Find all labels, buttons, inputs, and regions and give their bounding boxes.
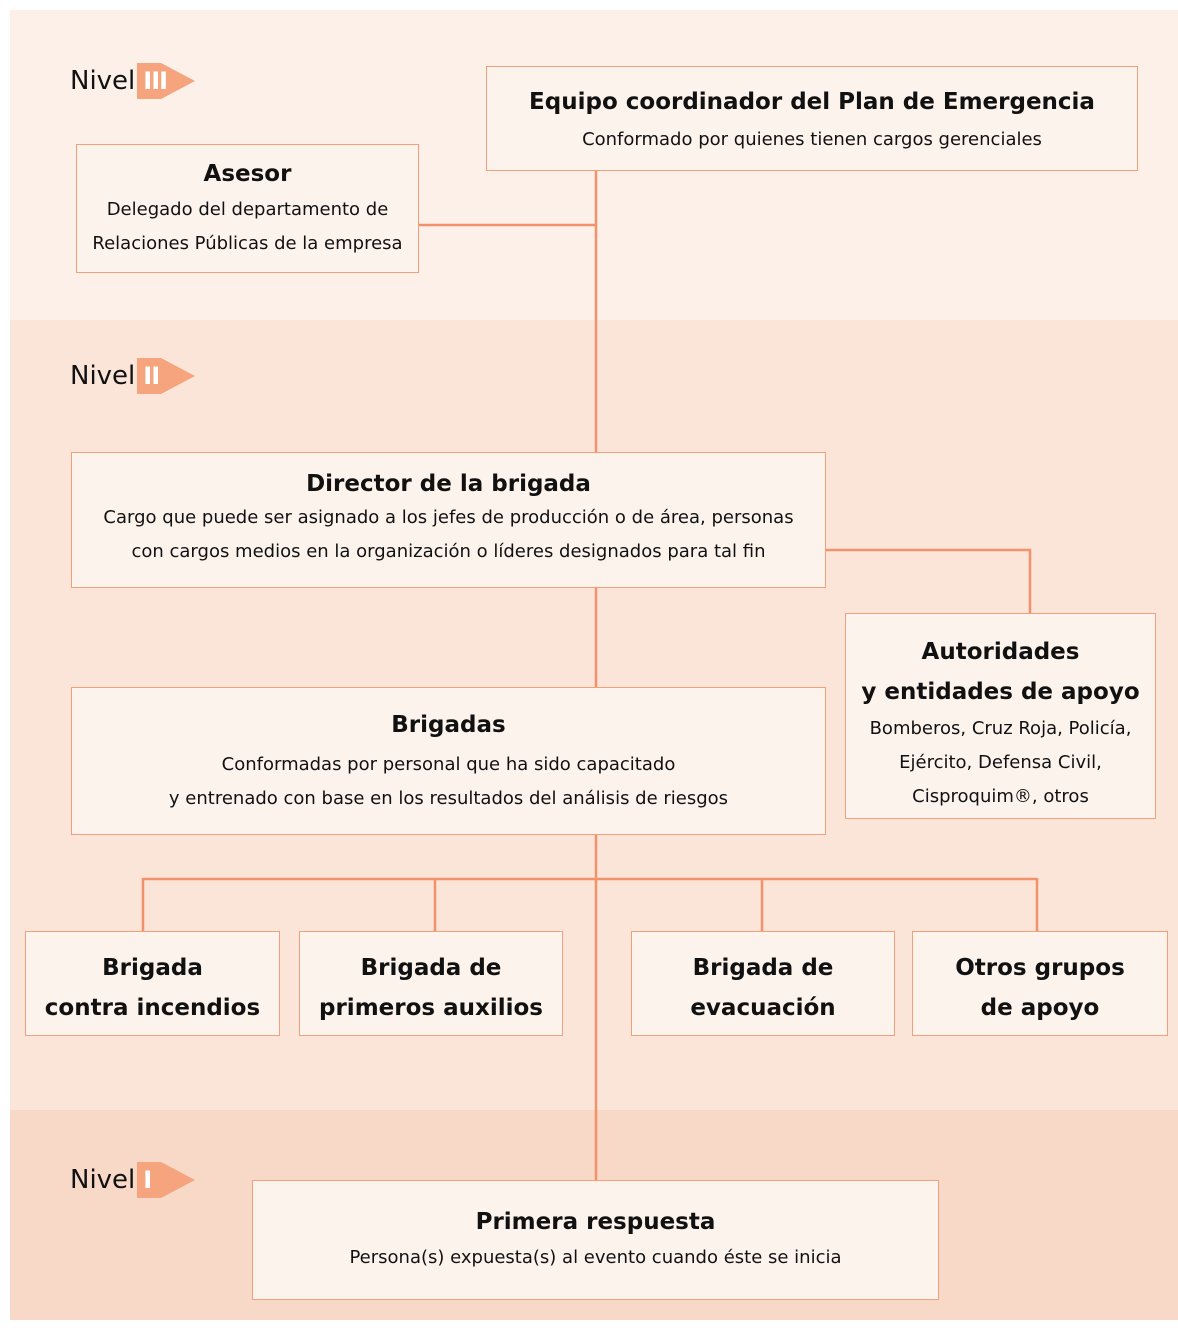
box-description-line-1: Bomberos, Cruz Roja, Policía, [869,718,1132,739]
level-label: Nivel [70,66,136,96]
box-title-line-1: Brigada de [360,955,502,981]
level-i-marker: Nivel I [70,1161,197,1199]
autoridades-connector [826,548,1032,613]
asesor-box: Asesor Delegado del departamento de Rela… [76,144,419,273]
level-roman-numeral: III [143,67,168,95]
brigada-evacuacion-box: Brigada de evacuación [631,931,895,1036]
box-description-line-2: y entrenado con base en los resultados d… [168,788,729,809]
box-title-line-1: Autoridades [921,639,1080,665]
box-title-line-1: Brigada [102,955,203,981]
box-title: Brigadas [391,712,506,738]
box-title: Primera respuesta [475,1209,716,1235]
box-description-line-1: Conformadas por personal que ha sido cap… [221,754,676,775]
box-description-line-3: Cisproquim®, otros [912,786,1089,807]
box-title-line-2: primeros auxilios [319,995,543,1021]
box-title-line-2: evacuación [690,995,836,1021]
equipo-coordinador-box: Equipo coordinador del Plan de Emergenci… [486,66,1138,171]
level-ii-marker: Nivel II [70,357,197,395]
box-title-line-2: y entidades de apoyo [861,679,1140,705]
box-description-line-2: Ejército, Defensa Civil, [899,752,1102,773]
box-title: Asesor [203,161,292,187]
box-title-line-1: Brigada de [692,955,834,981]
box-title-line-2: contra incendios [44,995,261,1021]
box-description: Persona(s) expuesta(s) al evento cuando … [349,1247,842,1268]
level-arrow-icon: III [137,63,197,99]
level-roman-numeral: I [143,1166,152,1194]
box-description-line-2: Relaciones Públicas de la empresa [92,233,403,254]
brigada-contra-incendios-box: Brigada contra incendios [25,931,280,1036]
otros-grupos-apoyo-box: Otros grupos de apoyo [912,931,1168,1036]
level-label: Nivel [70,361,136,391]
level-iii-marker: Nivel III [70,62,197,100]
box-description-line-1: Delegado del departamento de [106,199,389,220]
box-description-line-2: con cargos medios en la organización o l… [131,541,766,562]
level-arrow-icon: I [137,1162,197,1198]
autoridades-box: Autoridades y entidades de apoyo Bombero… [845,613,1156,819]
box-description: Conformado por quienes tienen cargos ger… [582,129,1042,150]
box-description-line-1: Cargo que puede ser asignado a los jefes… [103,507,794,528]
box-title: Equipo coordinador del Plan de Emergenci… [529,89,1095,115]
brigadas-box: Brigadas Conformadas por personal que ha… [71,687,826,835]
brigada-primeros-auxilios-box: Brigada de primeros auxilios [299,931,563,1036]
box-title: Director de la brigada [306,471,591,497]
director-brigada-box: Director de la brigada Cargo que puede s… [71,452,826,588]
box-title-line-1: Otros grupos [955,955,1125,981]
level-arrow-icon: II [137,358,197,394]
level-roman-numeral: II [143,362,160,390]
level-label: Nivel [70,1165,136,1195]
primera-respuesta-box: Primera respuesta Persona(s) expuesta(s)… [252,1180,939,1300]
box-title-line-2: de apoyo [980,995,1100,1021]
